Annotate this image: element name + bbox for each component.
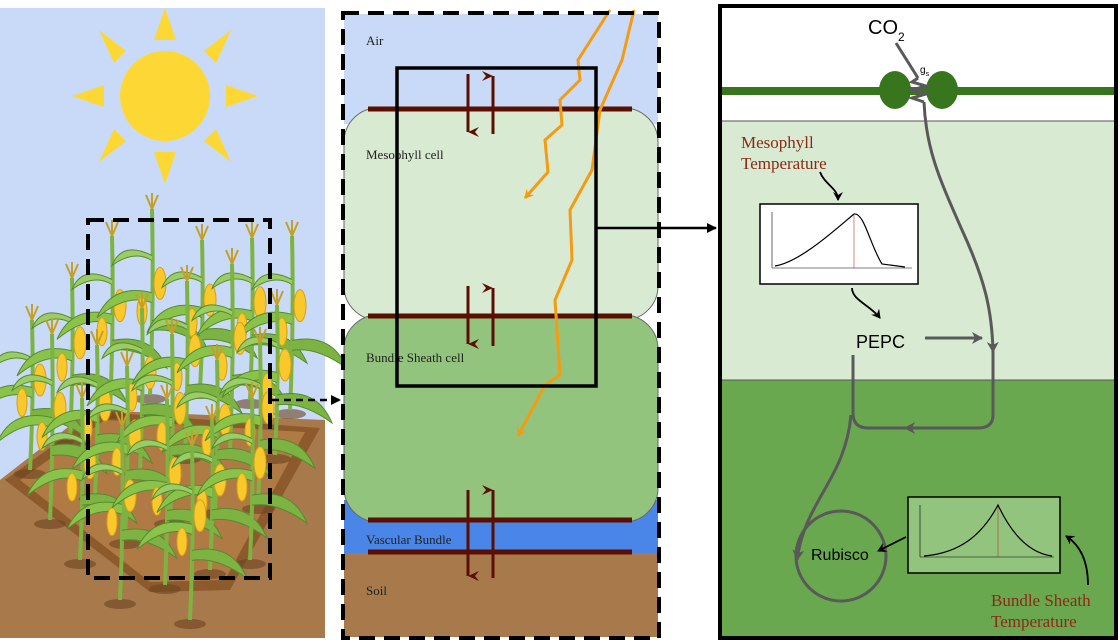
leak-loop-path <box>904 352 995 434</box>
pepc-temperature-plot <box>759 203 919 285</box>
pepc-label: PEPC <box>856 332 905 352</box>
mesophyll-label: Mesophyll cell <box>366 147 444 162</box>
leaf-column-panel: Air Mesophyll cell Bundle Sheath cell Va… <box>341 9 717 640</box>
pepc-plot-arrow <box>851 287 881 319</box>
bundle-sheath-label: Bundle Sheath cell <box>366 350 465 365</box>
mesophyll-cell-shape <box>343 107 659 321</box>
field-panel <box>0 8 349 638</box>
corn-stalk <box>111 383 224 594</box>
bundle-temperature-arrow <box>1065 535 1089 586</box>
soil-layer <box>344 553 658 637</box>
corn-stalk <box>196 382 309 569</box>
rubisco-response-curve <box>923 503 1053 557</box>
air-label: Air <box>366 33 384 48</box>
bundle-sheath-temperature-label: Bundle Sheath Temperature <box>991 591 1095 631</box>
light-path-1 <box>523 9 612 199</box>
rubisco-plot-arrow <box>877 536 907 552</box>
co2-to-pepc-path <box>922 101 999 353</box>
bundle-sheath-cell-shape <box>343 314 659 523</box>
leaf-column-frame <box>341 11 661 640</box>
calvin-cycle-loop <box>794 509 888 603</box>
c4-model-panel: CO2 gs Mesophyll Temperature PEPC Rubisc… <box>718 4 1118 640</box>
mesophyll-temperature-label: Mesophyll Temperature <box>741 133 827 173</box>
stomatal-conductance-resistor <box>906 76 932 104</box>
co2-diffusion-path <box>894 42 920 79</box>
soil-label: Soil <box>366 583 387 598</box>
corn-stalk <box>136 430 249 629</box>
exchange-arrows <box>466 71 495 581</box>
pepc-response-curve <box>774 213 906 268</box>
rubisco-temperature-plot <box>907 496 1061 574</box>
model-frame <box>718 4 1118 640</box>
leak-return-path <box>851 355 905 430</box>
light-path-2 <box>516 9 636 437</box>
corn-stalk <box>0 318 109 529</box>
rubisco-label: Rubisco <box>811 547 869 564</box>
field-zoom-box <box>86 218 272 580</box>
co2-label: CO2 <box>868 17 905 44</box>
stomata-icon <box>879 71 958 109</box>
vascular-label: Vascular Bundle <box>366 532 452 547</box>
sun-icon <box>72 8 258 184</box>
air-compartment <box>720 6 1116 121</box>
mesophyll-temperature-arrow <box>819 171 843 201</box>
pepc-to-rubisco-path <box>792 414 853 561</box>
gs-label: gs <box>920 65 930 78</box>
